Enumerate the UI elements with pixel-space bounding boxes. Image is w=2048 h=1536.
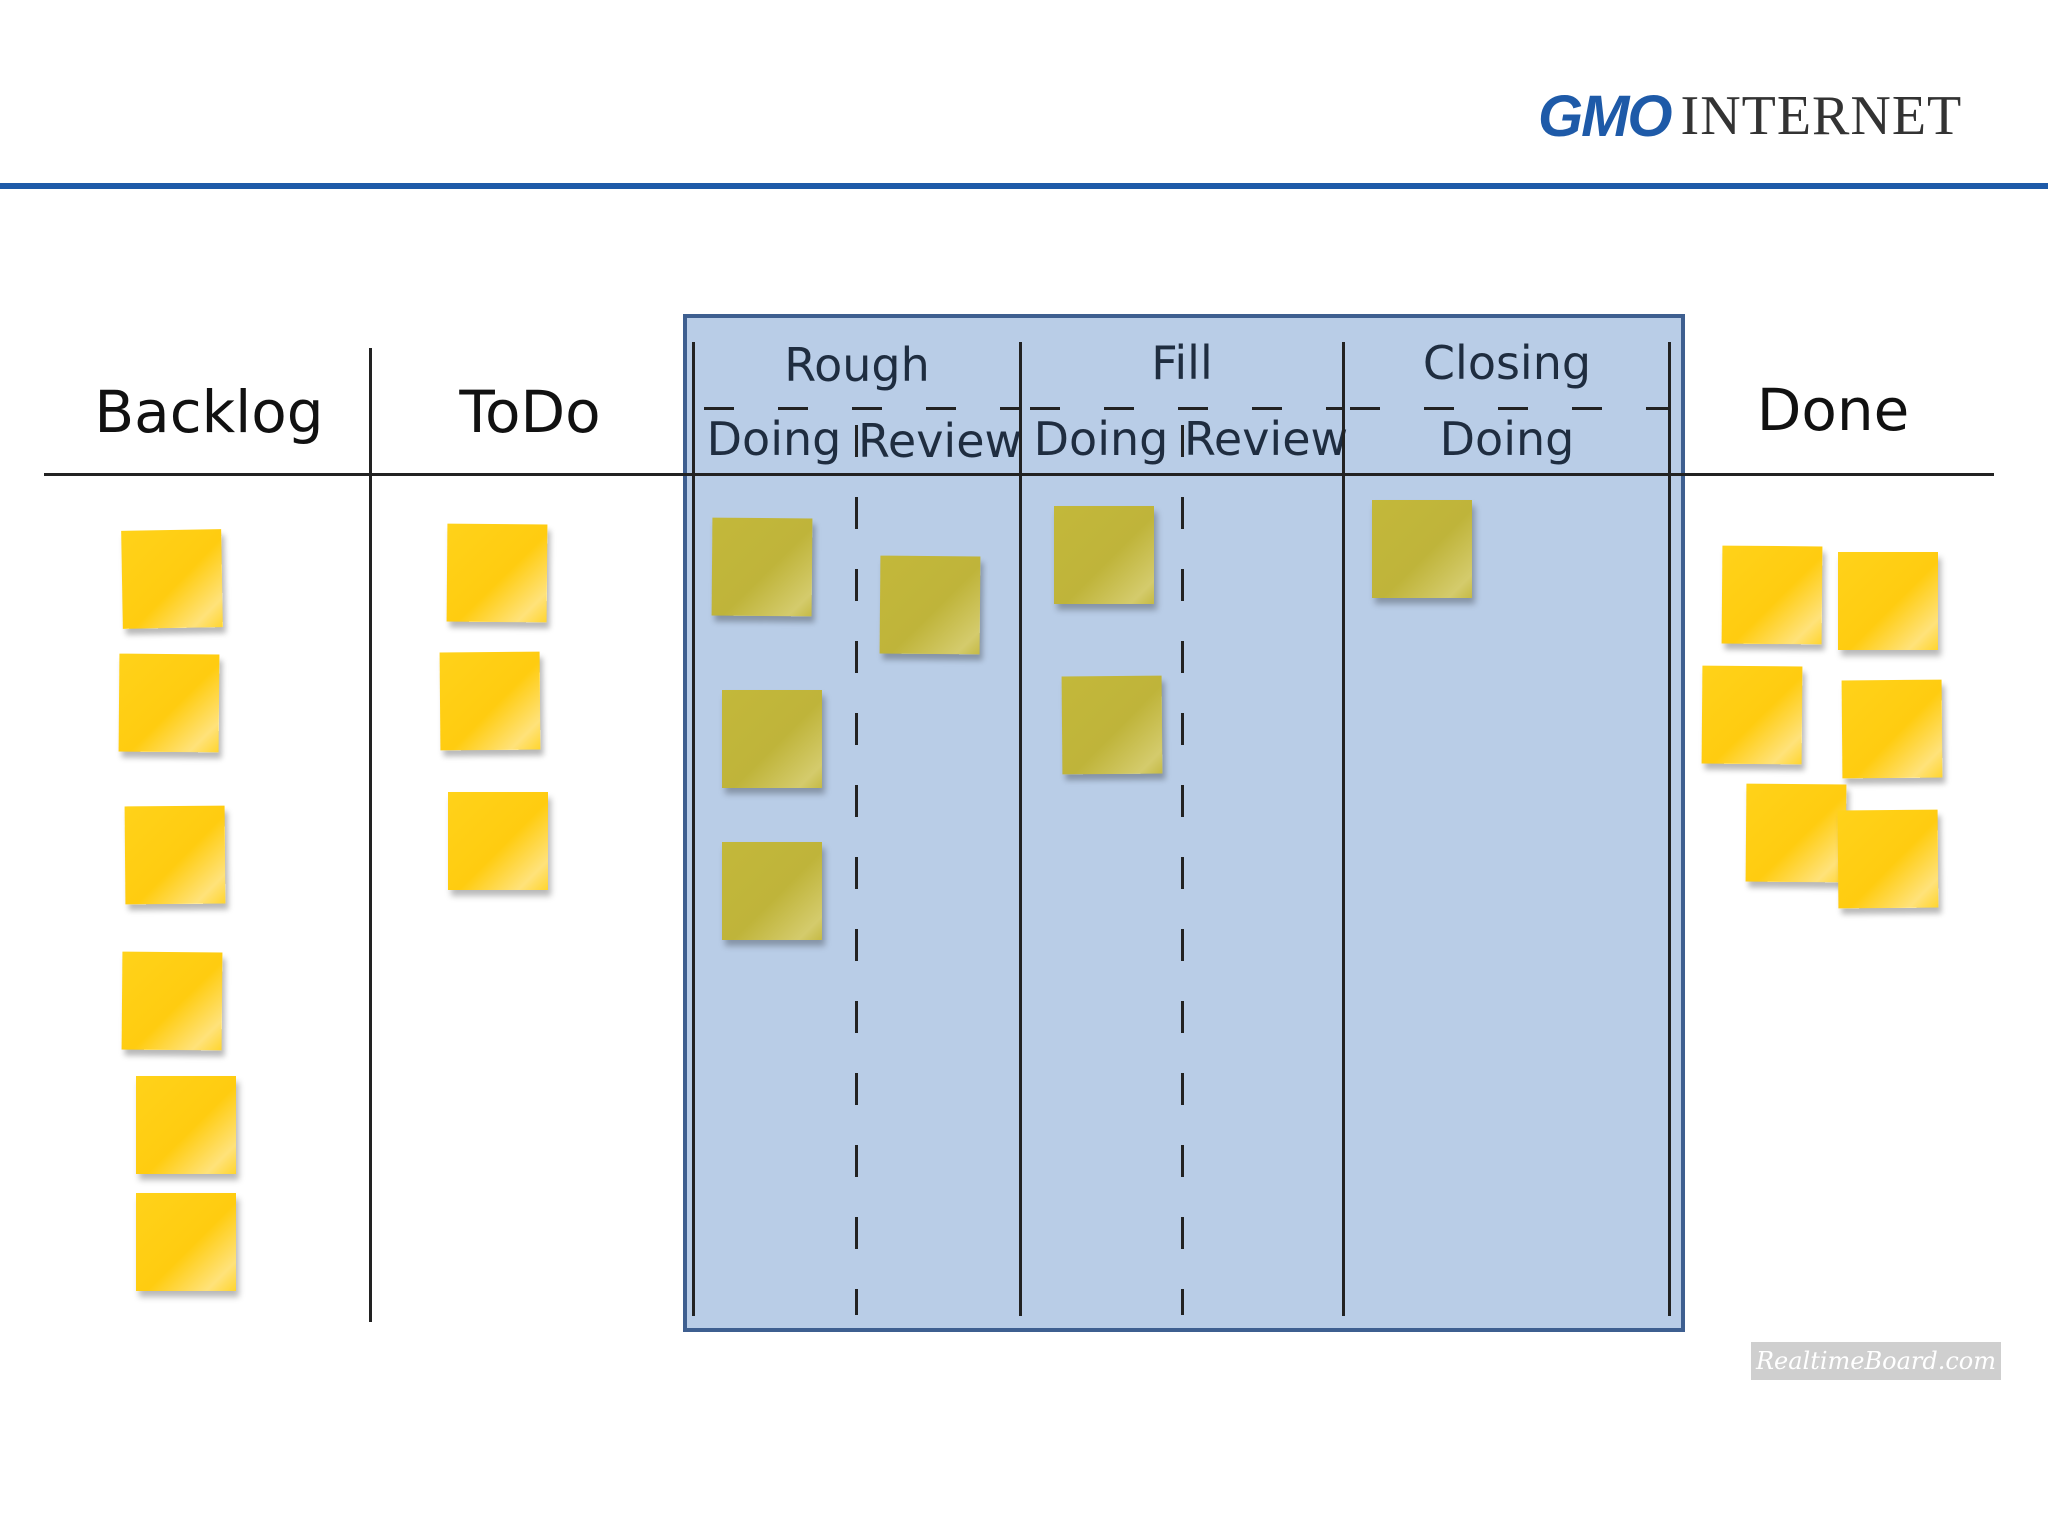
sticky-note-rough-doing[interactable] (722, 690, 822, 788)
sticky-note-rough-doing[interactable] (722, 842, 822, 940)
sticky-note-rough-doing[interactable] (711, 517, 813, 617)
divider-wip-right (1668, 342, 1671, 1316)
sticky-note-backlog[interactable] (121, 529, 223, 629)
sticky-note-fill-doing[interactable] (1054, 506, 1154, 604)
sticky-note-done[interactable] (1701, 665, 1803, 765)
sticky-note-backlog[interactable] (136, 1193, 236, 1291)
sticky-note-todo[interactable] (446, 523, 548, 623)
sticky-note-done[interactable] (1721, 545, 1823, 645)
stage-title-rough: Rough (784, 338, 930, 392)
sticky-note-done[interactable] (1838, 552, 1938, 650)
column-title-todo: ToDo (459, 378, 601, 446)
work-in-progress-area (683, 314, 1685, 1332)
header-divider (0, 183, 2048, 189)
divider-rough-fill (1019, 342, 1022, 1316)
closing-doing-label: Doing (1439, 412, 1575, 466)
sticky-note-todo[interactable] (448, 792, 548, 890)
stage-title-fill: Fill (1151, 336, 1213, 390)
sticky-note-closing-doing[interactable] (1372, 500, 1472, 598)
sticky-note-backlog[interactable] (118, 653, 220, 753)
sticky-note-todo[interactable] (439, 651, 541, 751)
realtimeboard-watermark: RealtimeBoard.com (1751, 1342, 2001, 1380)
sticky-note-rough-review[interactable] (879, 555, 981, 655)
rough-doing-review-dashed (855, 425, 858, 1315)
logo-gmo-text: GMO (1538, 83, 1673, 149)
divider-wip-left (692, 342, 695, 1316)
column-title-done: Done (1756, 376, 1910, 444)
fill-dashed-separator (1030, 407, 1342, 410)
rough-review-label: Review (858, 414, 1023, 468)
fill-doing-review-dashed (1181, 425, 1184, 1315)
sticky-note-backlog[interactable] (124, 805, 226, 905)
sticky-note-backlog[interactable] (136, 1076, 236, 1174)
rough-doing-label: Doing (706, 412, 842, 466)
divider-backlog-todo (369, 348, 372, 1322)
logo-internet-text: INTERNET (1680, 85, 1963, 147)
column-title-backlog: Backlog (94, 378, 324, 446)
closing-dashed-separator (1350, 407, 1668, 410)
sticky-note-backlog[interactable] (121, 951, 223, 1051)
sticky-note-done[interactable] (1841, 679, 1943, 779)
rough-dashed-separator (704, 407, 1020, 410)
sticky-note-done[interactable] (1837, 809, 1939, 909)
fill-review-label: Review (1184, 412, 1349, 466)
sticky-note-fill-doing[interactable] (1061, 675, 1163, 775)
stage-title-closing: Closing (1422, 336, 1592, 390)
gmo-internet-logo: GMO INTERNET (1538, 84, 1963, 149)
sticky-note-done[interactable] (1745, 783, 1847, 883)
divider-fill-closing (1342, 342, 1345, 1316)
fill-doing-label: Doing (1033, 412, 1169, 466)
